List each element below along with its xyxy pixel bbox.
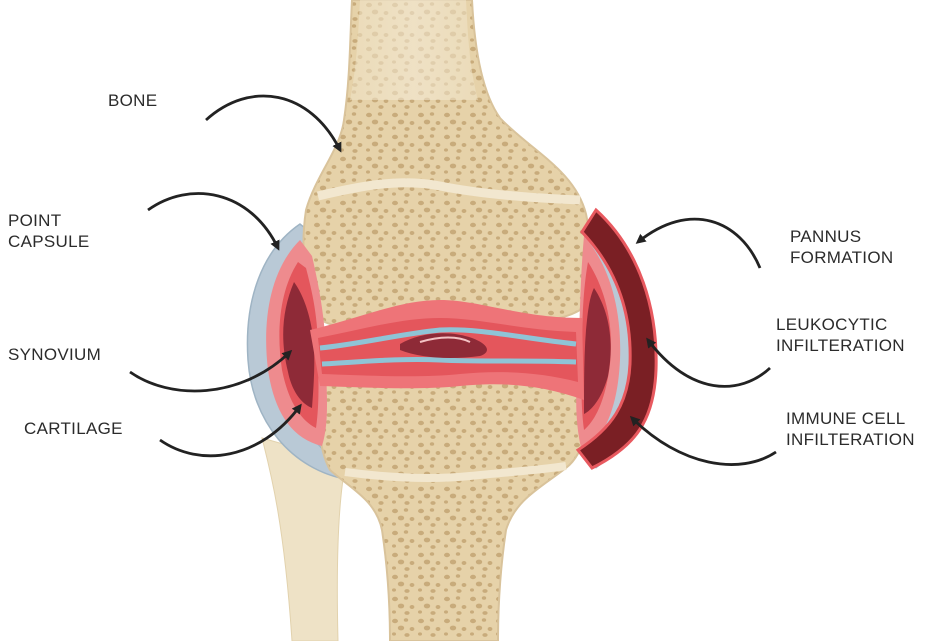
label-cartilage-text: CARTILAGE — [24, 418, 123, 439]
label-immune-line2: INFILTERATION — [786, 429, 915, 450]
label-cartilage: CARTILAGE — [24, 418, 123, 439]
label-leukocytic: LEUKOCYTIC INFILTERATION — [776, 314, 905, 356]
label-leukocytic-line2: INFILTERATION — [776, 335, 905, 356]
label-immune-line1: IMMUNE CELL — [786, 408, 915, 429]
label-leukocytic-line1: LEUKOCYTIC — [776, 314, 905, 335]
label-pannus: PANNUS FORMATION — [790, 226, 893, 268]
label-joint-capsule-line2: CAPSULE — [8, 231, 89, 252]
label-synovium-text: SYNOVIUM — [8, 344, 101, 365]
label-joint-capsule: POINT CAPSULE — [8, 210, 89, 252]
tibia-bone — [319, 373, 587, 641]
label-pannus-line2: FORMATION — [790, 247, 893, 268]
label-bone: BONE — [108, 90, 157, 111]
label-joint-capsule-line1: POINT — [8, 210, 89, 231]
label-immune: IMMUNE CELL INFILTERATION — [786, 408, 915, 450]
label-bone-text: BONE — [108, 90, 157, 111]
label-pannus-line1: PANNUS — [790, 226, 893, 247]
label-synovium: SYNOVIUM — [8, 344, 101, 365]
